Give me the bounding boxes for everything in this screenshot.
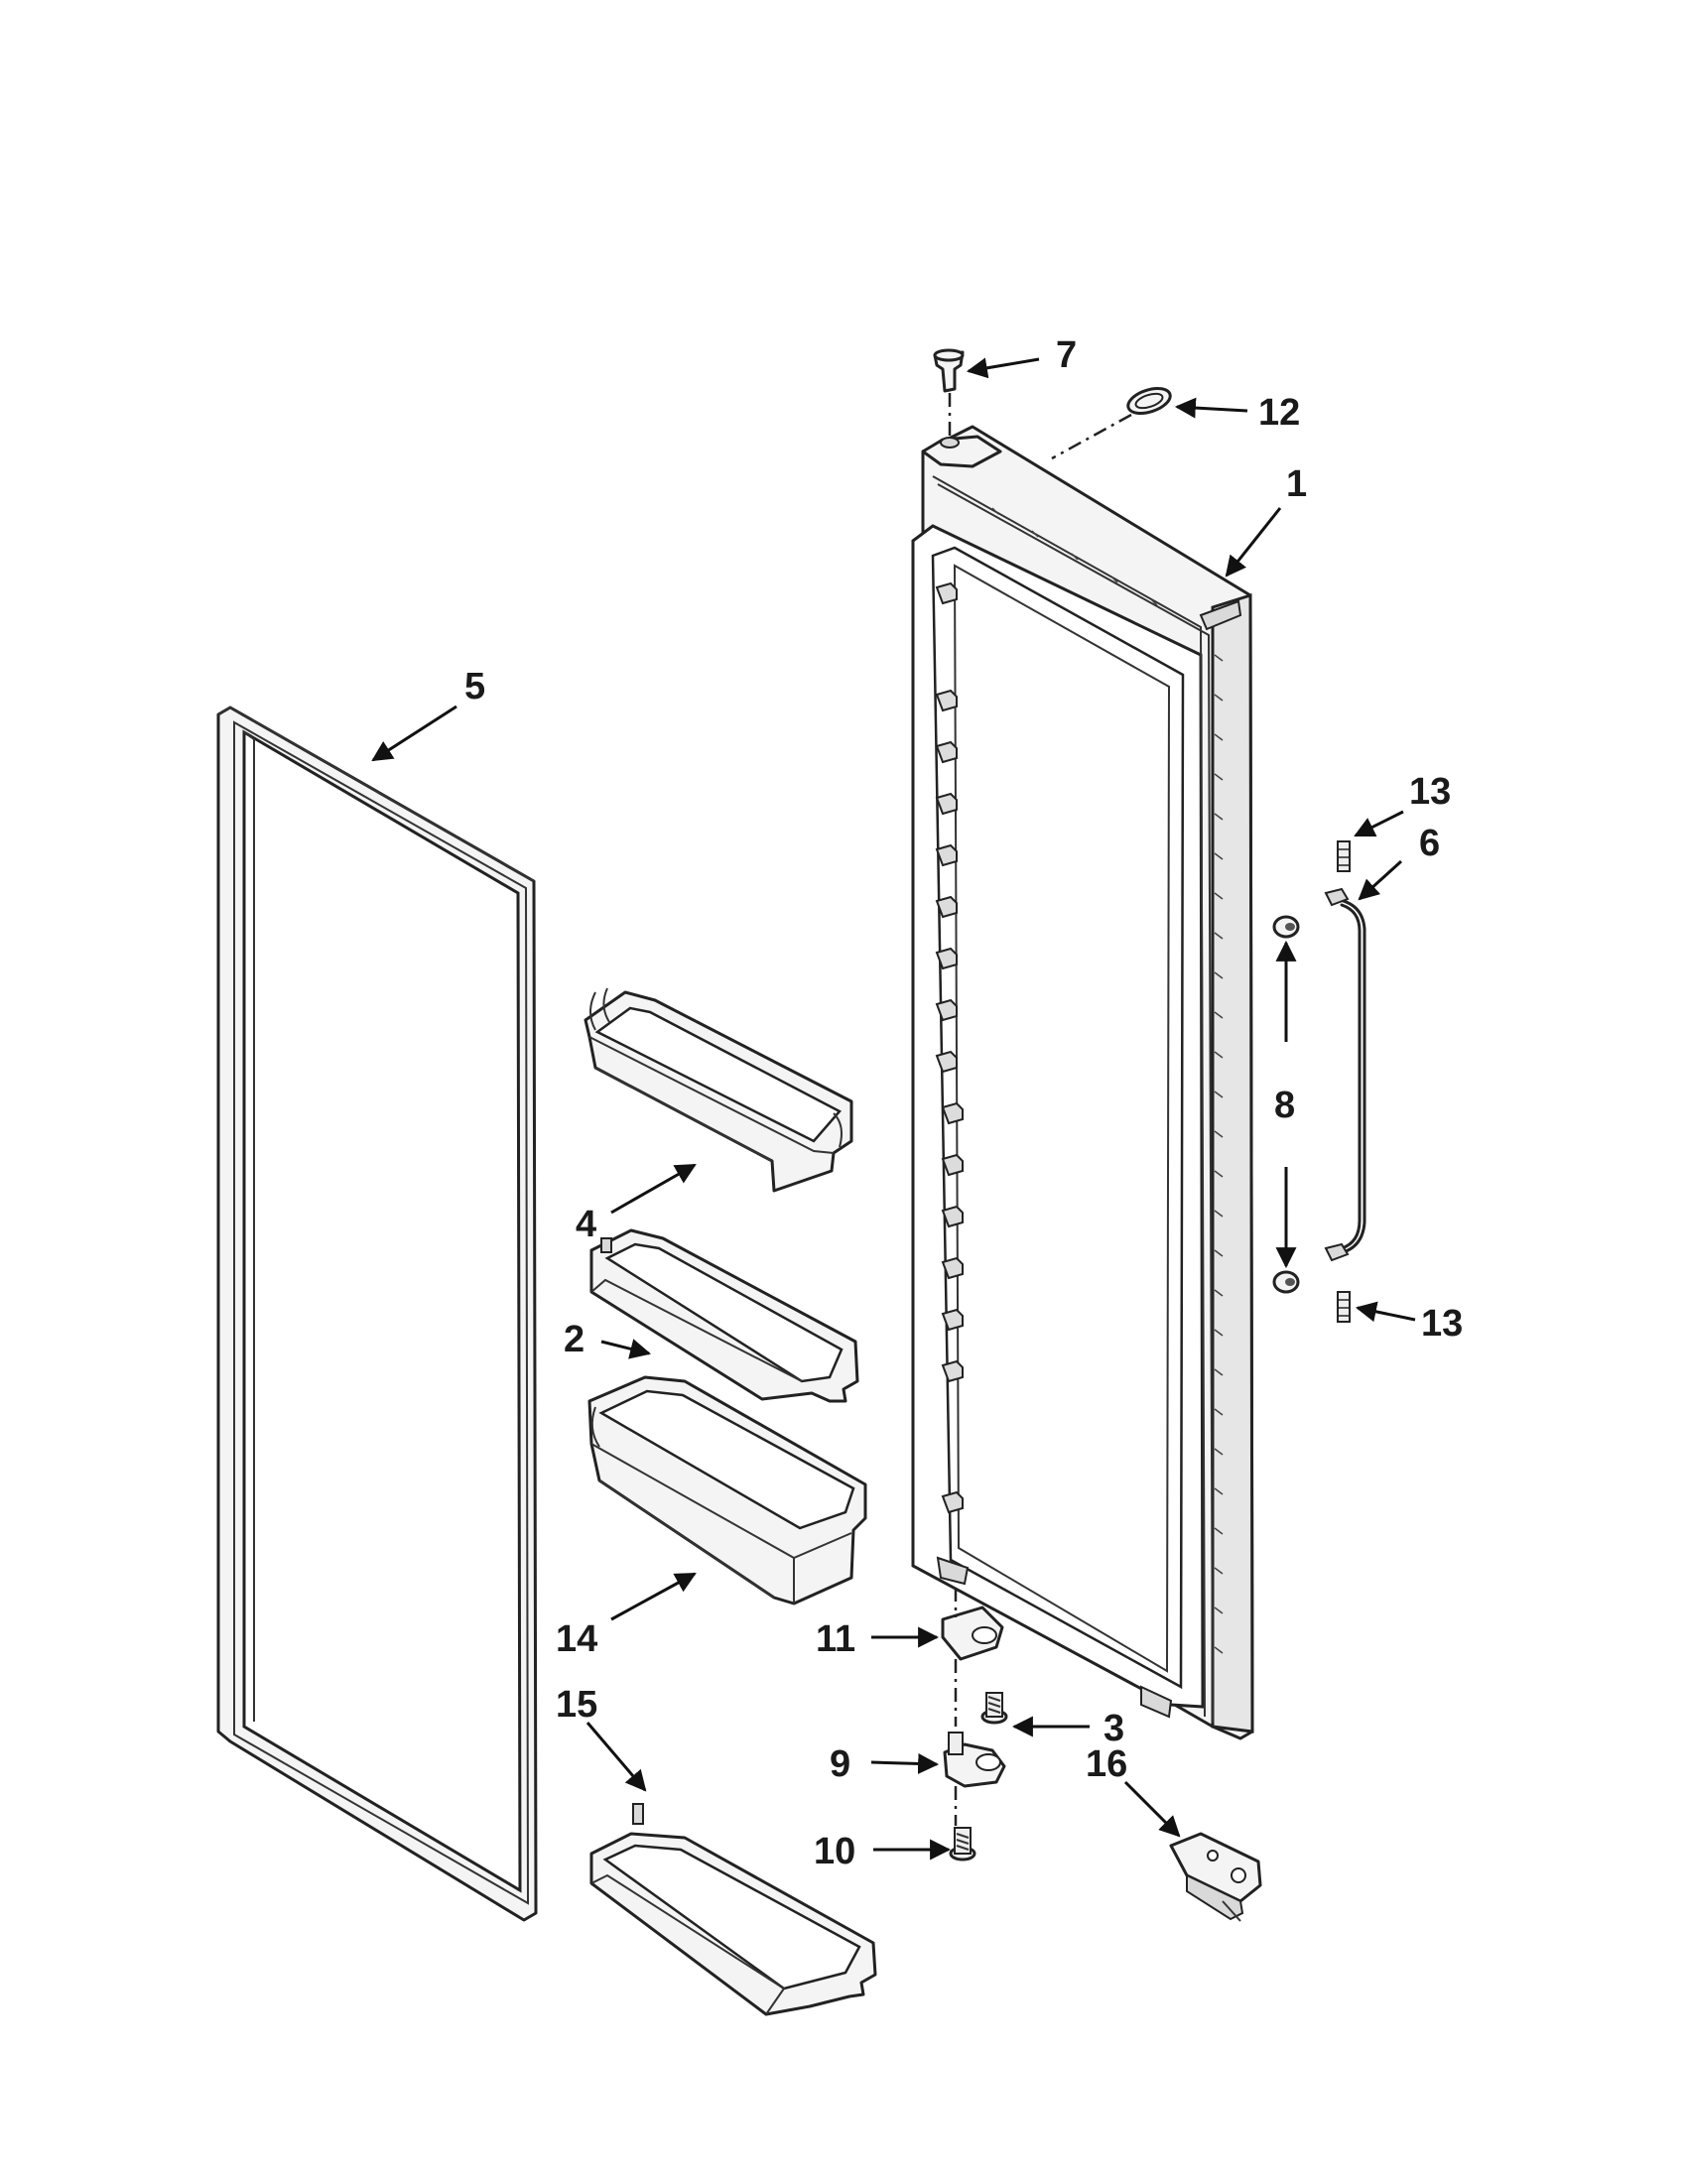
callout-16: 16: [1086, 1743, 1127, 1785]
hinge-cover-part: [1169, 1832, 1262, 1922]
hinge-shim-part: [941, 1588, 1004, 1727]
leader-lines: [371, 357, 1416, 1861]
callout-1: 1: [1286, 463, 1307, 505]
callout-6: 6: [1419, 823, 1440, 864]
callout-13-top: 13: [1409, 771, 1451, 813]
handle-setscrew-top-part: [1337, 840, 1351, 872]
handle-spacer-bottom-part: [1272, 1270, 1300, 1294]
callout-14: 14: [556, 1618, 597, 1660]
callout-12: 12: [1258, 392, 1300, 434]
handle-spacer-top-part: [1272, 915, 1300, 939]
callout-5: 5: [464, 666, 485, 707]
door-gasket-channel-hatching: [991, 507, 1224, 1654]
callout-8: 8: [1274, 1085, 1295, 1126]
door-bin-retainers: [935, 581, 964, 1514]
upper-door-bin-part: [584, 987, 853, 1193]
bottom-hinge-part: [943, 1732, 1006, 1826]
callout-labels: 7 12 1 5 13 6 8 13 4 2 14 11 3 9 16 10 1…: [464, 334, 1463, 1872]
hinge-screw-part: [980, 1692, 1008, 1725]
refrigerator-door-part: [911, 425, 1254, 1740]
callout-7: 7: [1056, 334, 1077, 376]
hinge-bushing-part: [933, 348, 965, 449]
callout-4: 4: [576, 1204, 596, 1245]
callout-9: 9: [830, 1743, 850, 1785]
door-handle-part: [1324, 887, 1366, 1262]
callout-2: 2: [564, 1319, 584, 1360]
bottom-door-tray-part: [589, 1803, 877, 2016]
lower-door-bin-part: [587, 1375, 867, 1606]
hinge-bolt-part: [949, 1827, 976, 1862]
bin-shelf-frame-part: [589, 1228, 859, 1403]
door-gasket-part: [216, 706, 538, 1922]
callout-13-bottom: 13: [1421, 1303, 1463, 1345]
callout-10: 10: [814, 1831, 855, 1872]
callout-15: 15: [556, 1684, 597, 1726]
callout-11: 11: [816, 1618, 855, 1660]
handle-setscrew-bottom-part: [1337, 1291, 1351, 1323]
hinge-hole-plug-part: [1051, 387, 1172, 460]
callout-3: 3: [1104, 1708, 1124, 1749]
